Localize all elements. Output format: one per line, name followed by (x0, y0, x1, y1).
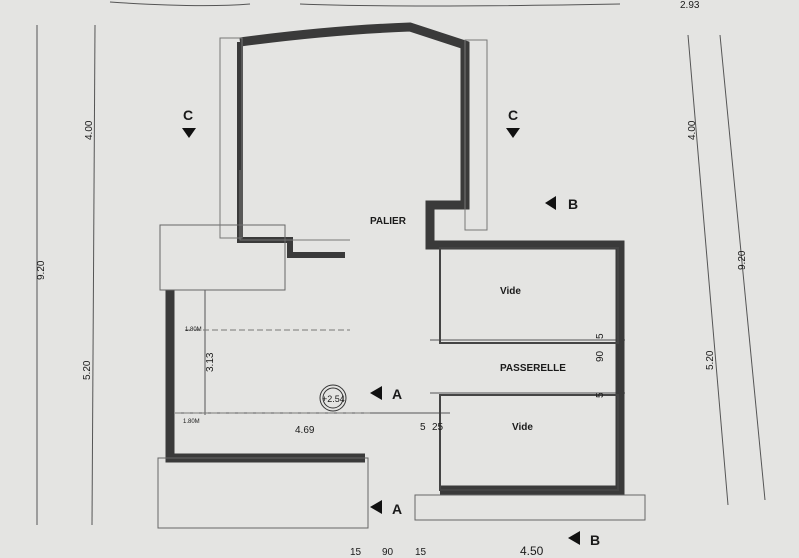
svg-text:4.00: 4.00 (84, 120, 95, 140)
svg-text:5: 5 (595, 392, 606, 398)
room-labels: PALIER Vide Vide PASSERELLE (370, 216, 566, 433)
section-arrow-icon (506, 128, 520, 138)
svg-text:A: A (392, 386, 402, 402)
room-label-vide-top: Vide (500, 286, 521, 297)
dimension-4-50: 4.50 (520, 544, 544, 558)
svg-text:15: 15 (350, 547, 362, 558)
svg-text:90: 90 (382, 547, 394, 558)
svg-text:1.80M: 1.80M (185, 327, 202, 333)
svg-text:2.93: 2.93 (680, 0, 700, 11)
walls (157, 22, 646, 529)
svg-text:B: B (568, 196, 578, 212)
svg-text:4.00: 4.00 (687, 120, 698, 140)
svg-text:9.20: 9.20 (737, 250, 748, 270)
svg-text:5.20: 5.20 (82, 360, 93, 380)
room-label-passerelle: PASSERELLE (500, 363, 566, 374)
room-label-vide-bottom: Vide (512, 422, 533, 433)
svg-text:5: 5 (420, 422, 426, 433)
section-arrow-icon (370, 500, 382, 514)
svg-text:1.80M: 1.80M (183, 419, 200, 425)
svg-text:A: A (392, 501, 402, 517)
svg-text:+2.54: +2.54 (322, 394, 345, 404)
dimension-lines (36, 1, 766, 526)
section-marks: C C B B A A (182, 107, 600, 548)
room-label-palier: PALIER (370, 216, 407, 227)
svg-text:C: C (508, 107, 518, 123)
section-arrow-icon (545, 196, 556, 210)
svg-text:B: B (590, 532, 600, 548)
svg-text:5: 5 (595, 333, 606, 339)
level-marker: +2.54 (319, 384, 347, 412)
dimension-labels: 2.93 9.20 4.00 5.20 9.20 4.00 5.20 3.13 … (36, 0, 748, 558)
section-arrow-icon (568, 531, 580, 545)
svg-text:9.20: 9.20 (36, 260, 47, 280)
svg-text:15: 15 (415, 547, 427, 558)
section-arrow-icon (182, 128, 196, 138)
svg-text:3.13: 3.13 (205, 352, 216, 372)
svg-text:90: 90 (595, 350, 606, 362)
svg-text:C: C (183, 107, 193, 123)
svg-text:25: 25 (432, 422, 444, 433)
svg-text:4.69: 4.69 (295, 425, 315, 436)
section-arrow-icon (370, 386, 382, 400)
svg-text:5.20: 5.20 (705, 350, 716, 370)
